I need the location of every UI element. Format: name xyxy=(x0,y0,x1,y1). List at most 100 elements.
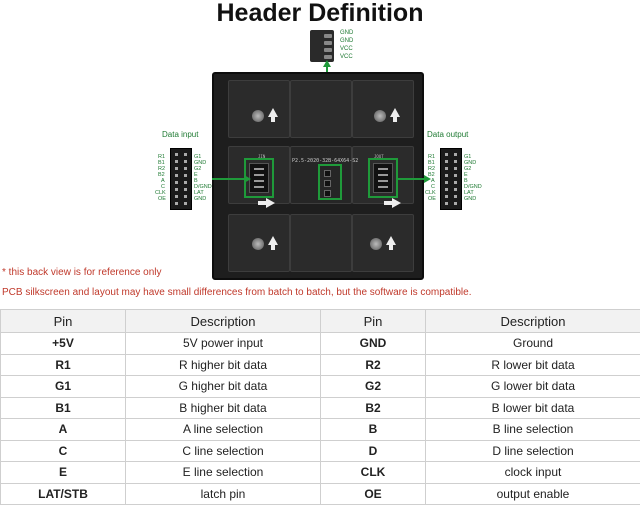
page-title: Header Definition xyxy=(216,0,424,27)
pcb-in-label: JIN xyxy=(258,154,266,159)
pin-label: GND xyxy=(464,160,477,166)
column-header: Pin xyxy=(320,309,426,333)
pin-label: B1 xyxy=(158,160,165,166)
pin-label: OE xyxy=(428,196,436,202)
table-row: +5V 5V power input GND Ground xyxy=(0,332,640,355)
pin-label: R2 xyxy=(158,166,166,172)
data-input-header-icon xyxy=(170,148,192,210)
pin-label: LAT xyxy=(194,190,204,196)
data-output-header-icon xyxy=(440,148,462,210)
output-link-line xyxy=(396,178,426,180)
pin-label: R2 xyxy=(428,166,436,172)
pin-cell: R2 xyxy=(320,353,426,376)
pin-cell: E xyxy=(0,461,126,484)
arrow-right-icon xyxy=(258,198,275,208)
table-header-row: Pin Description Pin Description xyxy=(0,309,640,333)
description-cell: Ground xyxy=(425,332,640,355)
pin-label: R1 xyxy=(158,154,166,160)
batch-note: PCB silkscreen and layout may have small… xyxy=(2,287,472,298)
table-row: G1 G higher bit data G2 G lower bit data xyxy=(0,375,640,398)
pin-cell: B xyxy=(320,418,426,441)
pin-cell: +5V xyxy=(0,332,126,355)
pin-label: B2 xyxy=(428,172,435,178)
description-cell: latch pin xyxy=(125,482,321,505)
input-link-line xyxy=(212,178,246,180)
description-cell: 5V power input xyxy=(125,332,321,355)
description-cell: D line selection xyxy=(425,439,640,462)
pin-cell: A xyxy=(0,418,126,441)
description-cell: B line selection xyxy=(425,418,640,441)
table-row: E E line selection CLK clock input xyxy=(0,461,640,484)
pin-label: GND xyxy=(464,196,477,202)
pin-label: C xyxy=(431,184,435,190)
mount-hole-icon xyxy=(252,238,264,250)
pin-label: GND xyxy=(194,196,207,202)
led-panel-back-view: P2.5-2020-32B-64X64-S2 JIN JOUT xyxy=(212,72,424,280)
power-pin-label: GND xyxy=(340,38,354,44)
pin-cell: OE xyxy=(320,482,426,505)
data-input-title: Data input xyxy=(162,130,199,139)
table-row: R1 R higher bit data R2 R lower bit data xyxy=(0,353,640,376)
pin-cell: R1 xyxy=(0,353,126,376)
description-cell: C line selection xyxy=(125,439,321,462)
pin-cell: G2 xyxy=(320,375,426,398)
table-row: A A line selection B B line selection xyxy=(0,418,640,441)
pin-table: Pin Description Pin Description +5V 5V p… xyxy=(0,309,640,505)
pin-label: G1 xyxy=(194,154,202,160)
input-arrow-icon xyxy=(244,175,251,183)
pin-label: A xyxy=(431,178,435,184)
data-output-title: Data output xyxy=(427,130,469,139)
pin-cell: B2 xyxy=(320,396,426,419)
pin-label: B xyxy=(464,178,468,184)
power-connector-icon xyxy=(310,30,334,62)
description-cell: R higher bit data xyxy=(125,353,321,376)
pin-label: B2 xyxy=(158,172,165,178)
description-cell: B lower bit data xyxy=(425,396,640,419)
pin-cell: B1 xyxy=(0,396,126,419)
power-link-arrow-icon xyxy=(323,60,331,67)
power-header: GND GND VCC VCC xyxy=(306,28,366,64)
pin-cell: D xyxy=(320,439,426,462)
power-pin-label: GND xyxy=(340,30,354,36)
pin-label: GND xyxy=(194,160,207,166)
pin-cell: G1 xyxy=(0,375,126,398)
pin-label: A xyxy=(161,178,165,184)
power-pin-label: VCC xyxy=(340,46,353,52)
description-cell: clock input xyxy=(425,461,640,484)
pin-cell: C xyxy=(0,439,126,462)
pin-cell: GND xyxy=(320,332,426,355)
pin-label: C xyxy=(161,184,165,190)
pin-label: G1 xyxy=(464,154,472,160)
description-cell: output enable xyxy=(425,482,640,505)
pin-label: CLK xyxy=(155,190,166,196)
arrow-up-icon xyxy=(386,236,396,250)
pin-label: OE xyxy=(158,196,166,202)
pcb-model-label: P2.5-2020-32B-64X64-S2 xyxy=(292,158,359,164)
description-cell: R lower bit data xyxy=(425,353,640,376)
pin-label: G2 xyxy=(194,166,202,172)
output-arrow-icon xyxy=(424,175,431,183)
pin-label: E xyxy=(464,172,468,178)
table-row: B1 B higher bit data B2 B lower bit data xyxy=(0,396,640,419)
description-cell: G higher bit data xyxy=(125,375,321,398)
description-cell: G lower bit data xyxy=(425,375,640,398)
power-pin-label: VCC xyxy=(340,54,353,60)
description-cell: A line selection xyxy=(125,418,321,441)
pin-cell: LAT/STB xyxy=(0,482,126,505)
pin-label: B xyxy=(194,178,198,184)
arrow-up-icon xyxy=(268,236,278,250)
pin-cell: CLK xyxy=(320,461,426,484)
description-cell: E line selection xyxy=(125,461,321,484)
arrow-up-icon xyxy=(390,108,400,122)
reference-note: * this back view is for reference only xyxy=(2,267,162,278)
table-row: C C line selection D D line selection xyxy=(0,439,640,462)
pin-label: G2 xyxy=(464,166,472,172)
pin-label: B1 xyxy=(428,160,435,166)
column-header: Pin xyxy=(0,309,126,333)
description-cell: B higher bit data xyxy=(125,396,321,419)
pin-label: E xyxy=(194,172,198,178)
column-header: Description xyxy=(125,309,321,333)
mount-hole-icon xyxy=(374,110,386,122)
arrow-right-icon xyxy=(384,198,401,208)
power-header-highlight xyxy=(318,164,342,200)
